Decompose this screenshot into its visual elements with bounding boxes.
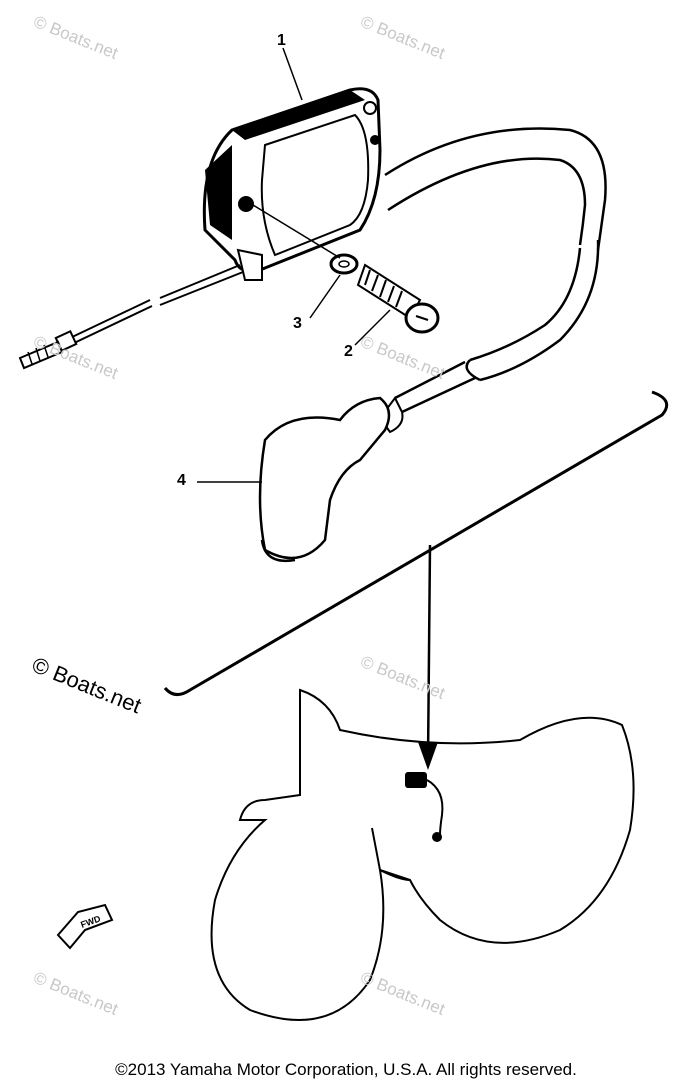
primary-lead-wire bbox=[18, 264, 244, 370]
spark-plug-cap bbox=[258, 396, 404, 563]
callout-1: 1 bbox=[277, 32, 286, 49]
copyright-footer: ©2013 Yamaha Motor Corporation, U.S.A. A… bbox=[115, 1060, 577, 1079]
motorcycle-outline bbox=[210, 688, 635, 1021]
leader-lines bbox=[197, 47, 391, 483]
forward-arrow-icon: FWD bbox=[56, 903, 114, 950]
callout-2: 2 bbox=[344, 343, 353, 360]
callout-bracket bbox=[163, 390, 669, 770]
callout-3: 3 bbox=[293, 315, 302, 332]
high-tension-cord bbox=[384, 127, 607, 414]
screw bbox=[356, 263, 440, 334]
ignition-coil bbox=[202, 87, 382, 281]
callout-4: 4 bbox=[177, 472, 186, 489]
washer bbox=[329, 253, 359, 275]
